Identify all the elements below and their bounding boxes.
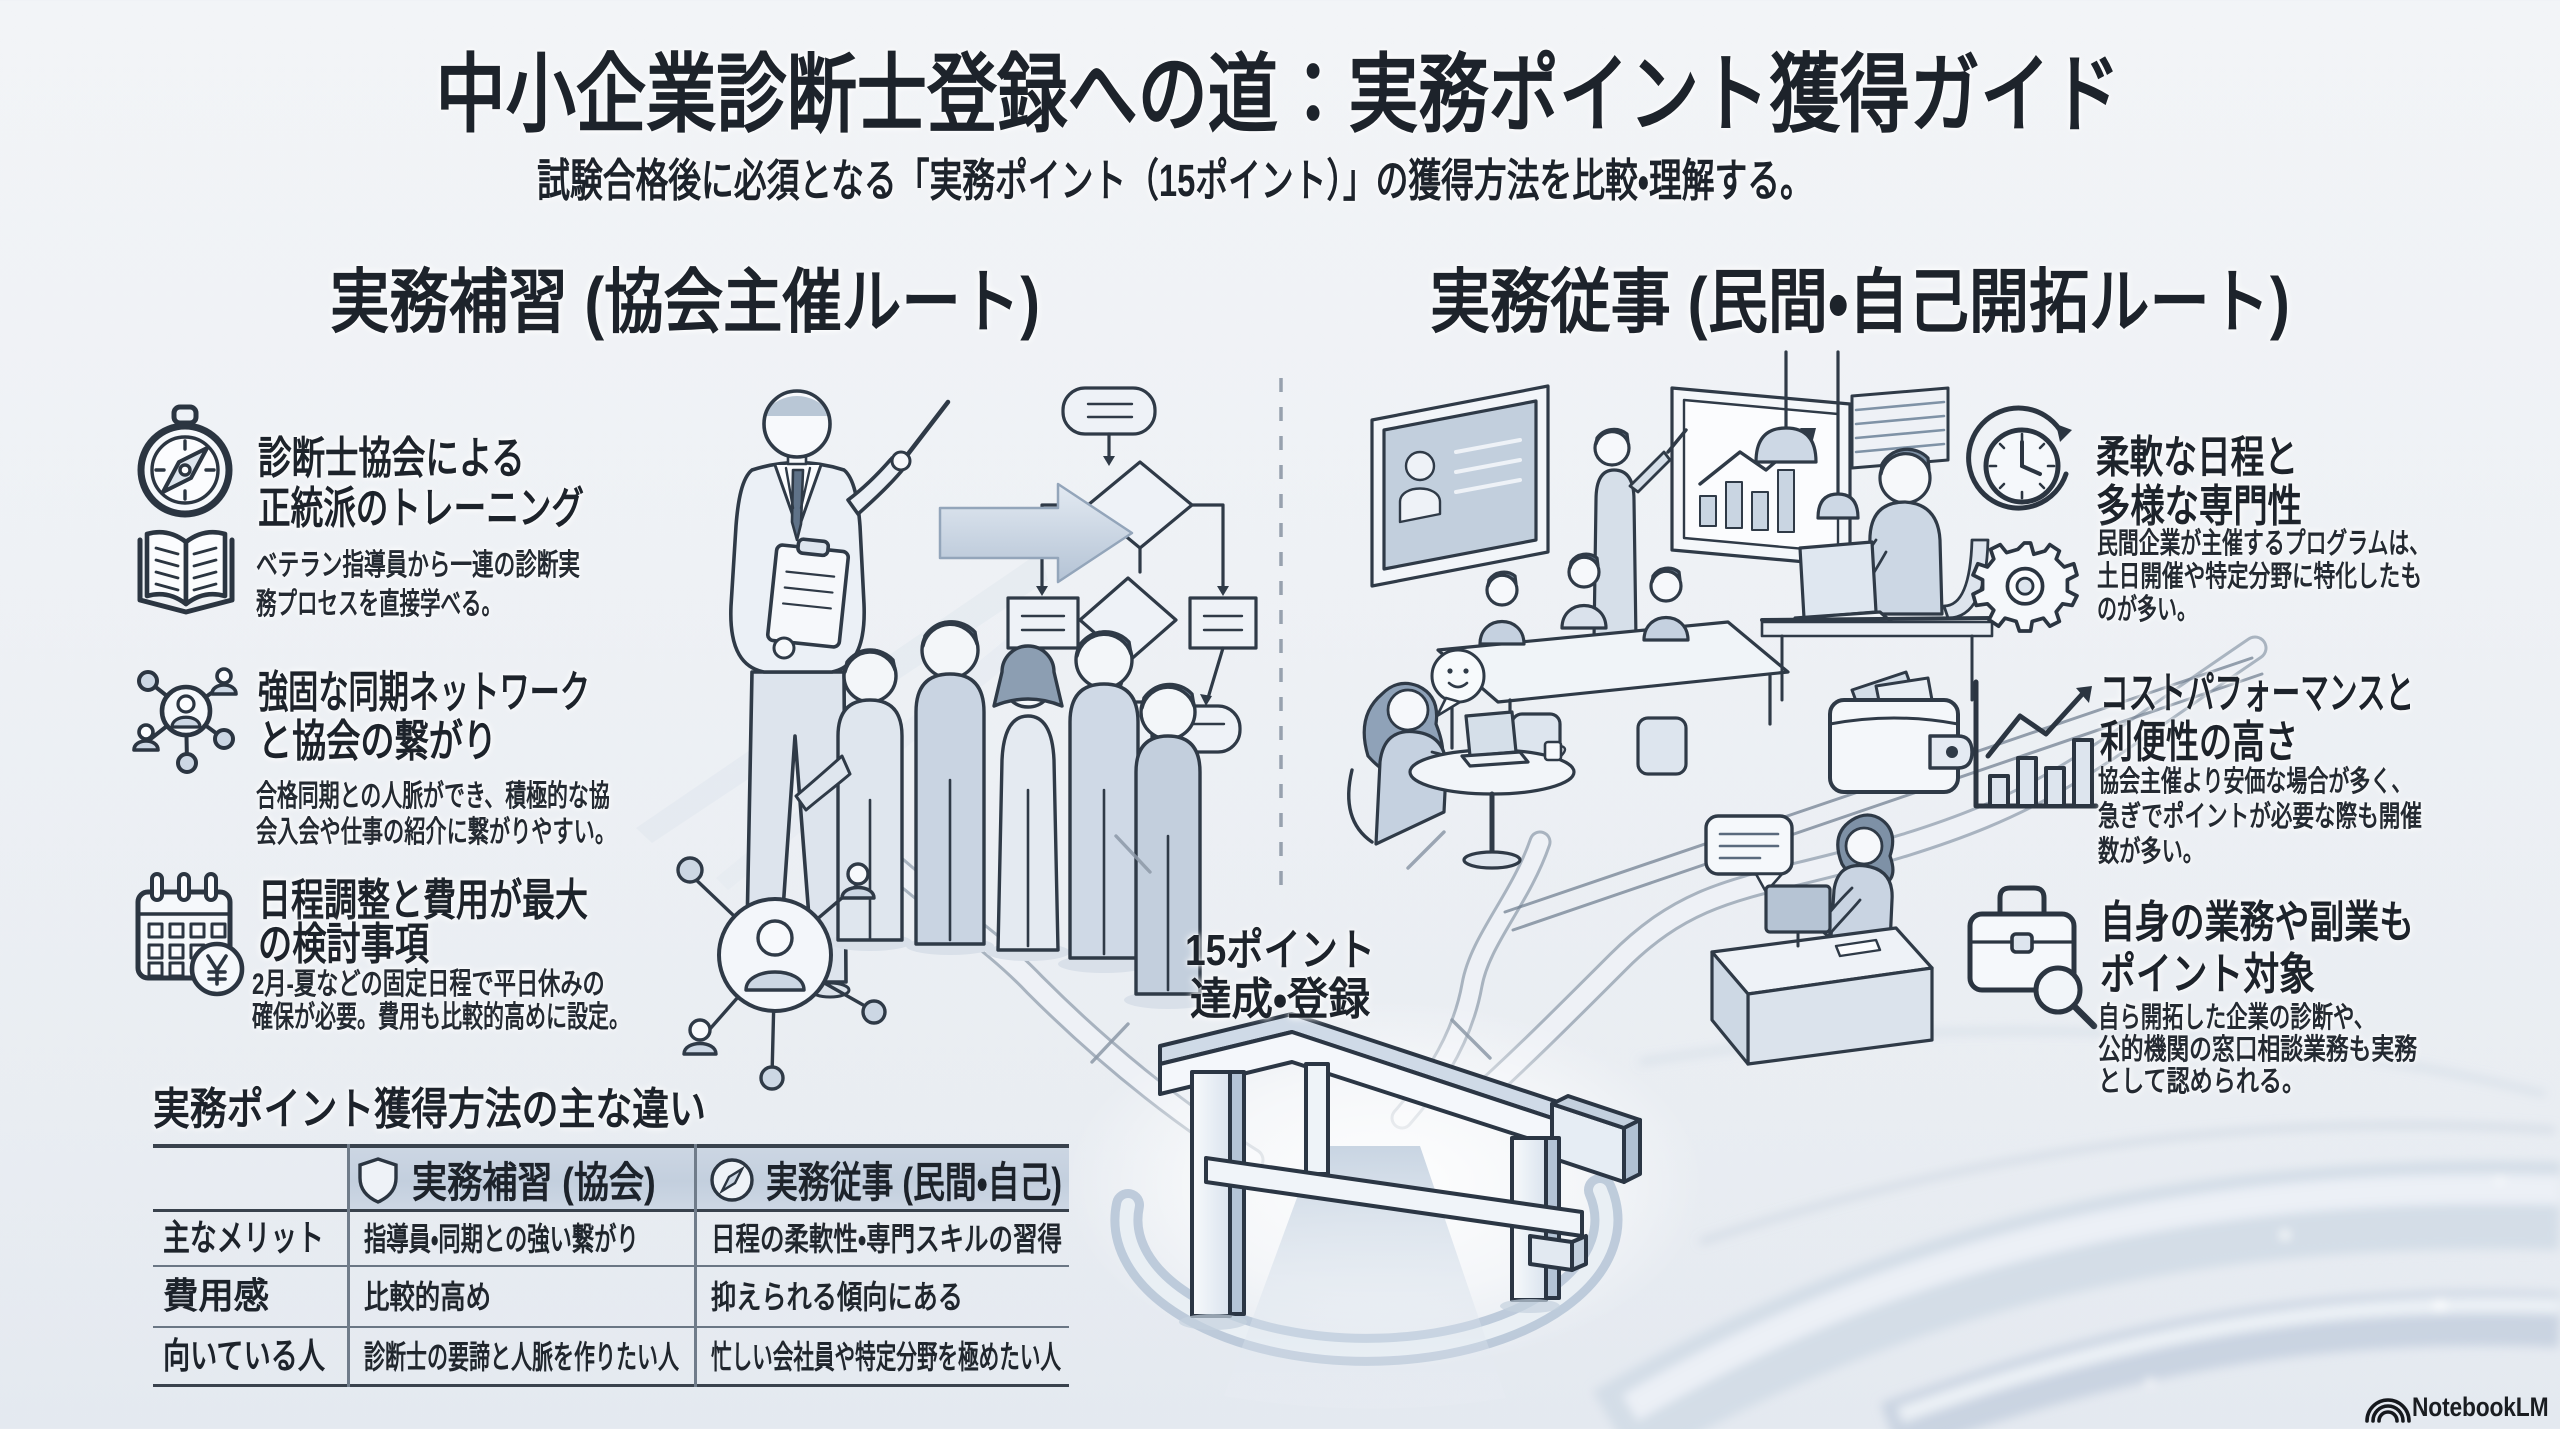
right-item-3-title: 自身の業務や副業も ポイント対象 — [2100, 898, 2414, 999]
table-line-3 — [153, 1326, 1069, 1328]
briefcase-search-icon — [1967, 885, 2098, 1030]
remote-work-illustration — [1754, 350, 1994, 702]
left-route-heading: 実務補習 (協会主催ルート) — [330, 263, 1041, 341]
table-divider-1 — [347, 1144, 350, 1387]
right-item-2-desc: 協会主催より安価な場合が多く、 急ぎでポイントが必要な際も開催 数が多い。 — [2098, 766, 2423, 868]
table-row-2-label: 費用感 — [163, 1275, 270, 1316]
shield-icon — [358, 1157, 398, 1204]
table-header-background — [348, 1148, 1069, 1209]
right-route-heading: 実務従事 (民間・自己開拓ルート) — [1430, 263, 2290, 341]
clock-icon — [1966, 405, 2072, 511]
compass-icon — [710, 1158, 754, 1202]
table-border-top — [153, 1144, 1069, 1148]
right-route-illustration — [1347, 350, 2268, 1130]
avatar-network-illustration — [676, 856, 887, 1091]
right-item-1-title: 柔軟な日程と 多様な専門性 — [2096, 433, 2302, 531]
seminar-room-illustration — [1370, 384, 1852, 776]
attendee-4 — [1068, 630, 1140, 960]
cafe-work-illustration — [1347, 648, 1576, 870]
table-divider-2 — [694, 1144, 697, 1387]
left-route-illustration — [636, 386, 1265, 1173]
table-cell-r2c2: 抑えられる傾向にある — [711, 1279, 964, 1315]
table-line-1 — [153, 1209, 1069, 1212]
attendee-5 — [1134, 682, 1202, 996]
calendar-icon — [135, 872, 233, 981]
attendee-1 — [794, 648, 904, 942]
left-item-1-title: 診断士協会による 正統派のトレーニング — [258, 434, 584, 533]
left-item-1-desc: ベテラン指導員から一連の診断実 務プロセスを直接学べる。 — [256, 549, 580, 621]
mini-avatar-2 — [682, 1018, 718, 1056]
notebooklm-logo-icon — [2365, 1398, 2411, 1423]
right-item-1-desc: 民間企業が主催するプログラムは、 土日開催や特定分野に特化したも のが多い。 — [2097, 528, 2431, 626]
goal-label: 15ポイント 達成・登録 — [1185, 926, 1375, 1024]
table-cell-r1c1: 指導員・同期との強い繋がり — [364, 1221, 639, 1257]
right-item-3-desc: 自ら開拓した企業の診断や、 公的機関の窓口相談業務も実務 として認められる。 — [2098, 1002, 2418, 1098]
goal-gate-illustration — [1065, 830, 1705, 1409]
left-item-3-title: 日程調整と費用が最大 の検討事項 — [258, 876, 588, 969]
open-book-icon — [137, 529, 235, 615]
table-cell-r3c1: 診断士の要諦と人脈を作りたい人 — [364, 1339, 680, 1375]
growth-chart-icon — [1973, 679, 2099, 809]
room-presenter — [1592, 427, 1688, 642]
table-col-1-header: 実務補習 (協会) — [412, 1159, 656, 1206]
seated-attendees — [1478, 552, 1690, 646]
feature-icons-left — [132, 404, 245, 997]
left-item-2-title: 強固な同期ネットワーク と協会の繋がり — [258, 668, 590, 766]
table-cell-r2c1: 比較的高め — [364, 1279, 492, 1315]
left-item-2-desc: 合格同期との人脈ができ、積極的な協 会入会や仕事の紹介に繋がりやすい。 — [256, 780, 616, 849]
right-item-2-title: コストパフォーマンスと 利便性の高さ — [2100, 669, 2415, 767]
table-row-3-label: 向いている人 — [163, 1335, 325, 1376]
left-item-3-desc: 2月-夏などの固定日程で平日休みの 確保が必要。費用も比較的高めに設定。 — [252, 968, 630, 1034]
attendee-3 — [992, 644, 1064, 952]
people-network-icon — [132, 667, 238, 774]
table-line-2 — [153, 1265, 1069, 1267]
mini-avatar — [840, 862, 876, 900]
watermark-label: NotebookLM — [2412, 1392, 2549, 1422]
window-blinds — [1850, 386, 1950, 470]
comparison-table-title: 実務ポイント獲得方法の主な違い — [153, 1085, 706, 1134]
compass-icon — [137, 404, 233, 518]
arrow-icon — [938, 482, 1134, 584]
page-title: 中小企業診断士登録への道：実務ポイント獲得ガイド — [435, 47, 2121, 143]
feature-icons-right — [1966, 405, 2099, 1030]
table-cell-r1c2: 日程の柔軟性・専門スキルの習得 — [711, 1221, 1062, 1257]
crowd-illustration — [794, 620, 1212, 1009]
table-row-1-label: 主なメリット — [163, 1217, 325, 1258]
table-col-2-header: 実務従事 (民間・自己) — [766, 1159, 1062, 1206]
gear-icon — [1971, 541, 2079, 633]
attendee-2 — [914, 620, 986, 946]
table-cell-r3c2: 忙しい会社員や特定分野を極めたい人 — [711, 1339, 1062, 1375]
yen-badge-icon — [189, 941, 245, 997]
wallet-illustration — [1828, 670, 1974, 794]
consult-desk-illustration — [1704, 813, 1934, 1066]
page-subtitle: 試験合格後に必須となる「実務ポイント（15ポイント）」の獲得方法を比較・理解する… — [537, 155, 1813, 206]
table-border-bottom — [153, 1384, 1069, 1387]
